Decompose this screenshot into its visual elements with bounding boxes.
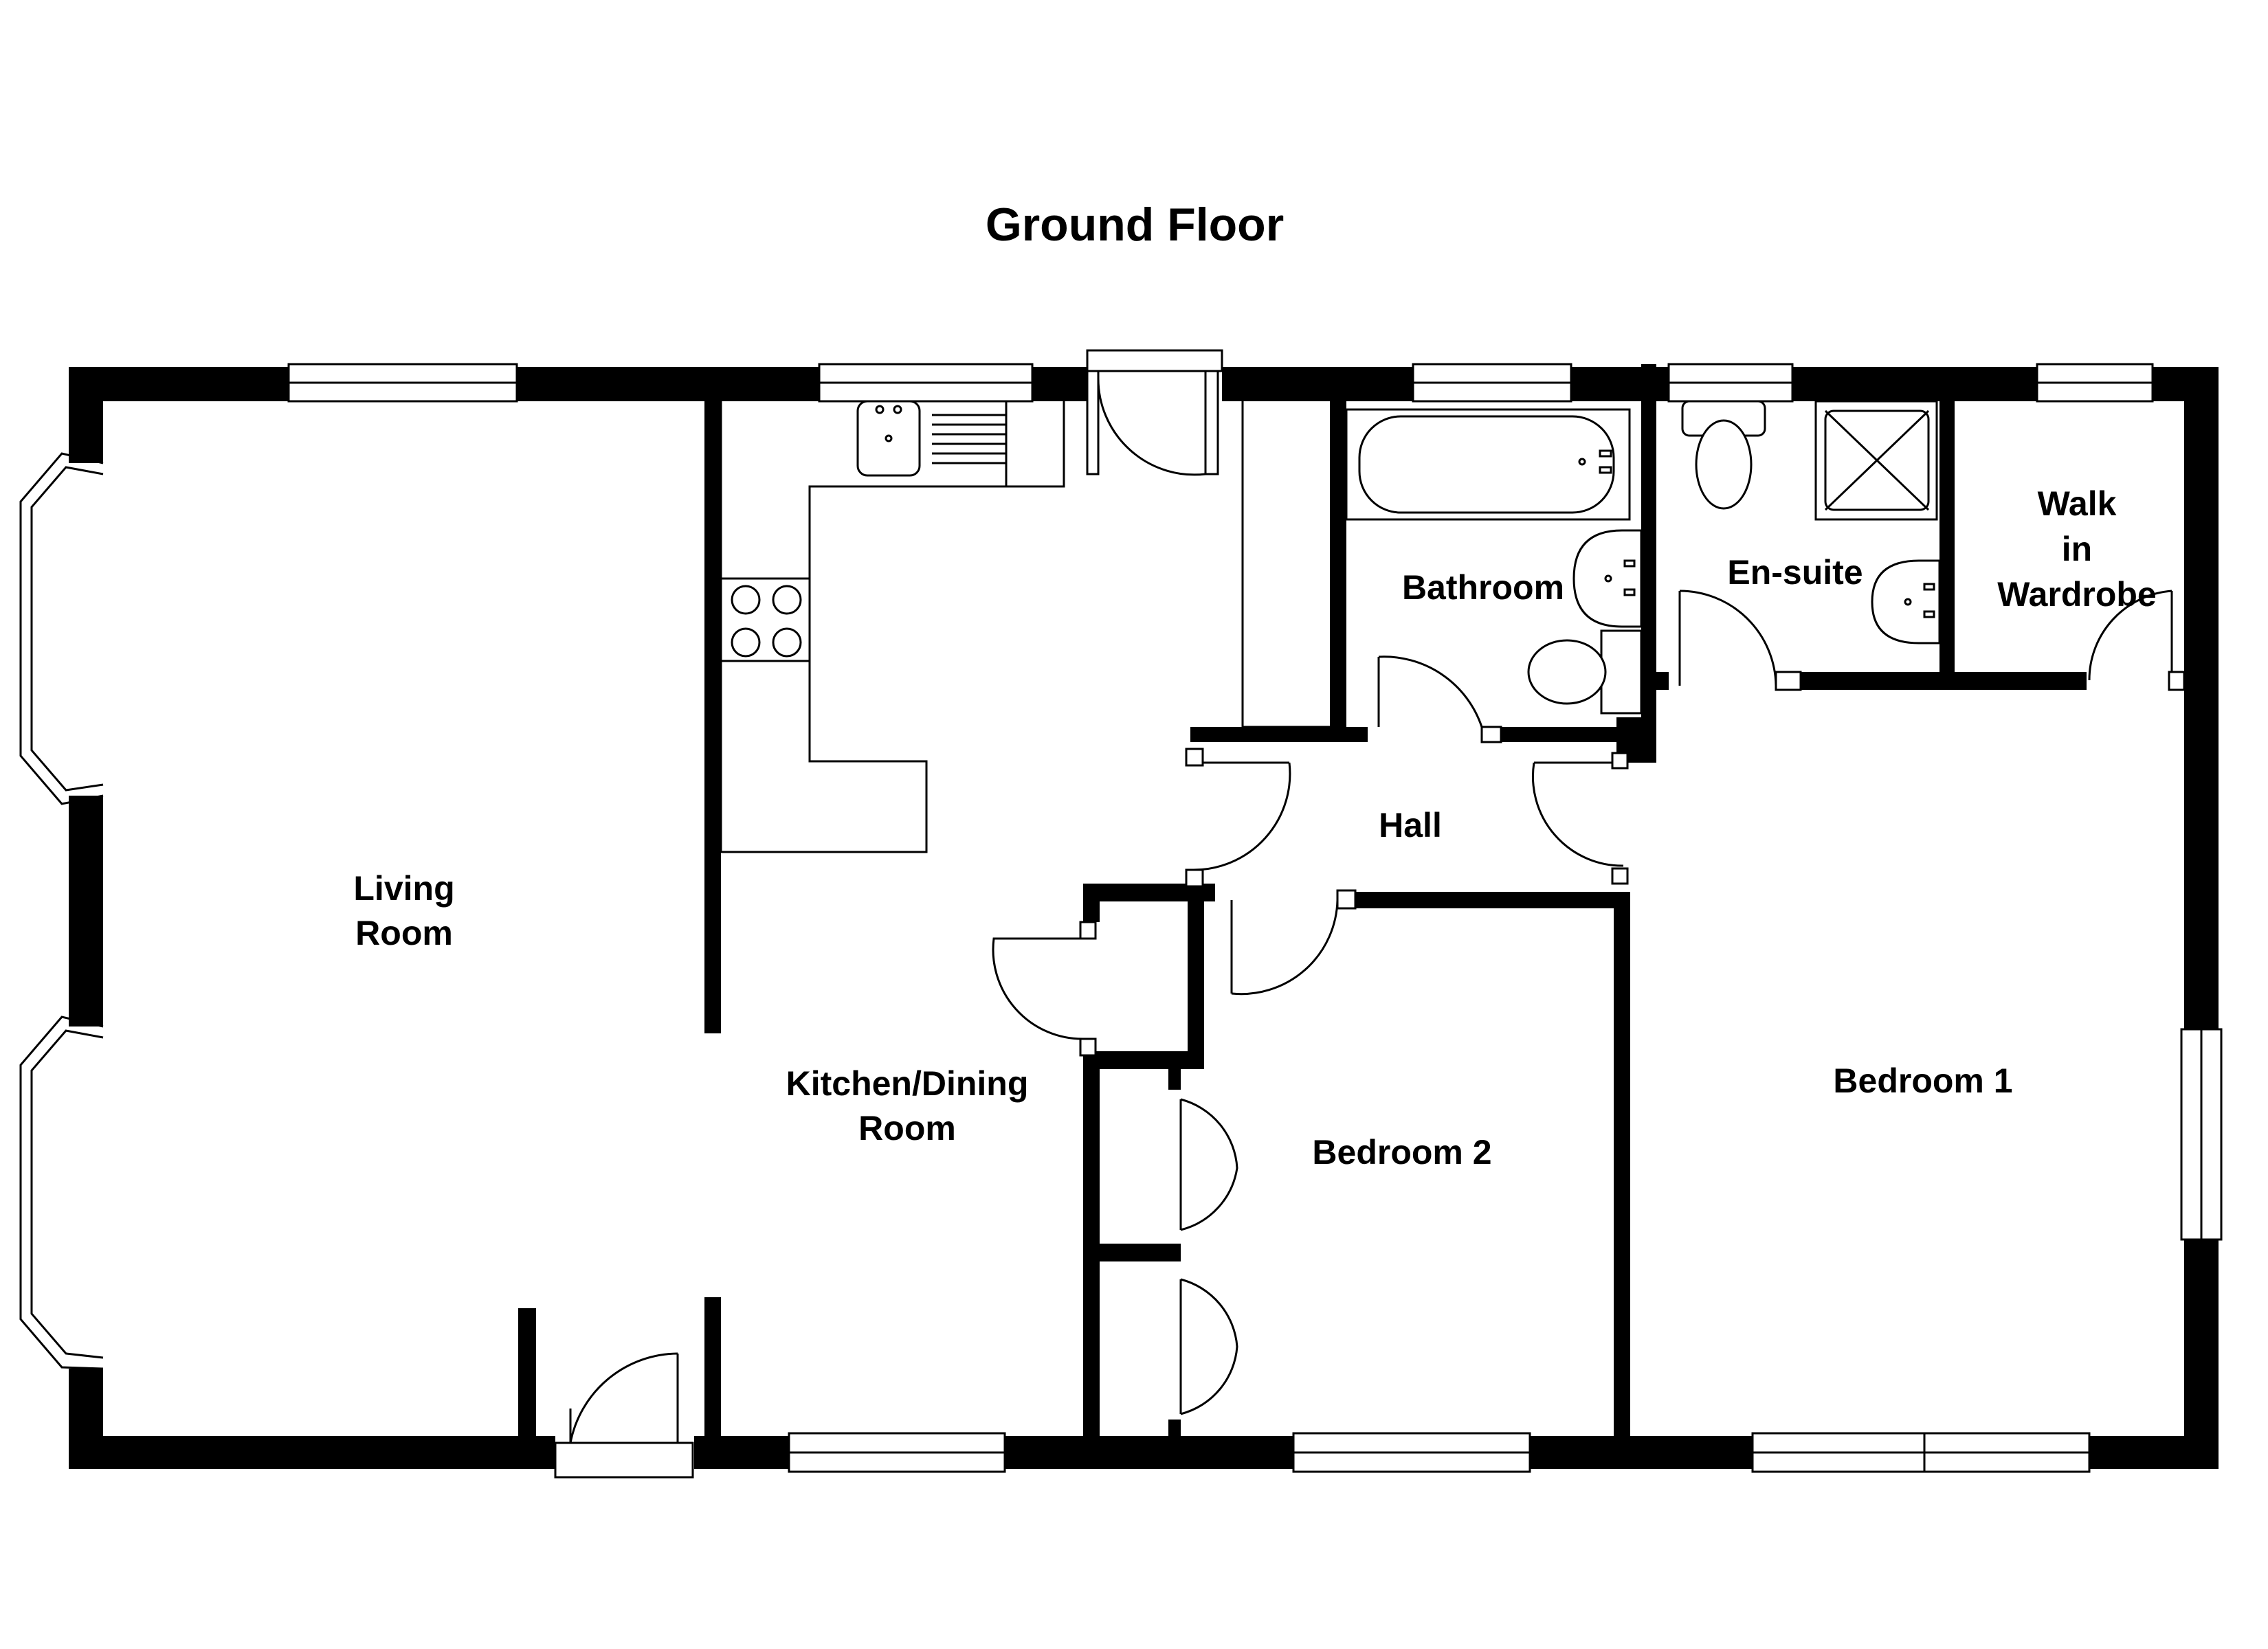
bathroom-fixtures bbox=[1345, 408, 1643, 715]
bedroom2-label: Bedroom 2 bbox=[1312, 1133, 1491, 1171]
ensuite-fixtures bbox=[1681, 400, 1941, 644]
doors bbox=[554, 349, 2186, 1479]
walkin-label-1: Walk bbox=[2038, 484, 2117, 523]
walkin-label-3: Wardrobe bbox=[1997, 575, 2157, 614]
bathtub-icon bbox=[1358, 415, 1615, 514]
living-room-label: Living bbox=[353, 869, 454, 908]
room-labels: Living Room Kitchen/Dining Room Bathroom… bbox=[353, 484, 2156, 1171]
interior-walls bbox=[518, 364, 2087, 1436]
walkin-label-2: in bbox=[2062, 530, 2092, 568]
kitchen-fixtures bbox=[720, 400, 1330, 853]
hob-icon bbox=[731, 585, 802, 658]
outer-walls bbox=[69, 367, 2219, 1469]
toilet-icon bbox=[1600, 629, 1643, 715]
windows bbox=[19, 363, 2223, 1473]
kitchen-label: Kitchen/Dining bbox=[786, 1064, 1029, 1103]
ensuite-label: En-suite bbox=[1727, 553, 1863, 592]
living-room-label-2: Room bbox=[355, 914, 453, 952]
bedroom1-label: Bedroom 1 bbox=[1833, 1062, 2012, 1100]
hall-label: Hall bbox=[1379, 806, 1442, 844]
bathroom-label: Bathroom bbox=[1402, 568, 1564, 607]
floor-title: Ground Floor bbox=[986, 199, 1284, 251]
kitchen-label-2: Room bbox=[858, 1109, 956, 1147]
shower-icon bbox=[1814, 400, 1938, 521]
